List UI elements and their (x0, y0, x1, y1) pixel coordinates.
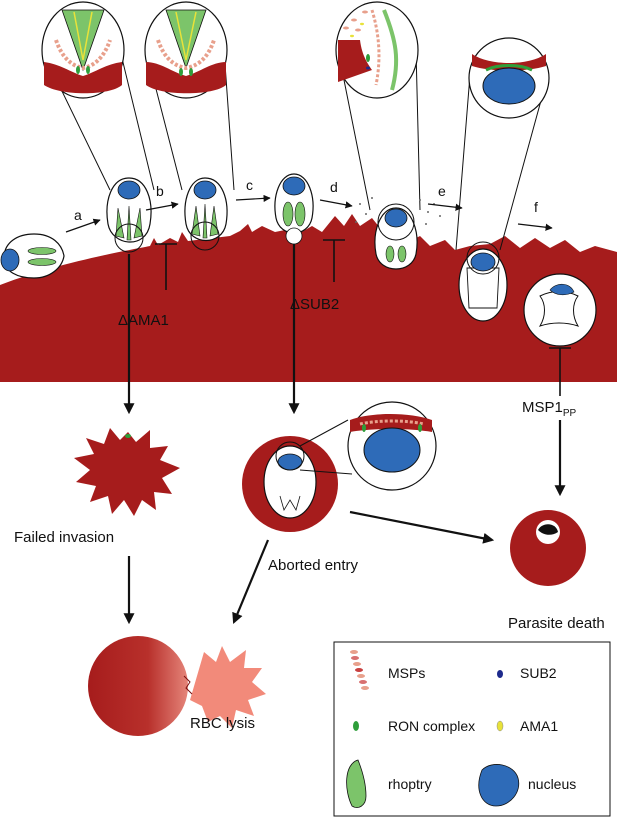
step-arrows (65, 194, 553, 233)
parasite-step-b (184, 177, 228, 251)
mutant-label-msp1: MSP1PP (522, 399, 577, 419)
legend-sub2-swatch (497, 670, 503, 678)
zoom-circle-2 (144, 1, 228, 99)
step-label-f: f (534, 199, 538, 215)
zoom-circle-3 (335, 1, 419, 99)
parasite-step-f (523, 273, 597, 347)
parasite-approach (0, 233, 65, 279)
parasite-step-c (274, 173, 314, 245)
aborted-zoom (299, 401, 437, 491)
legend-ama1-label: AMA1 (520, 718, 558, 734)
legend: MSPs SUB2 RON complex AMA1 rhoptry nucle… (333, 641, 611, 817)
step-label-a: a (74, 207, 82, 223)
failed-parasite-tip (125, 434, 131, 438)
legend-rhoptry-swatch (346, 759, 367, 808)
parasite-step-d (355, 197, 441, 270)
label-rbc-lysis: RBC lysis (190, 715, 255, 732)
step-label-b: b (156, 183, 164, 199)
mutant-label-ama1: ΔAMA1 (118, 312, 169, 329)
zoom-circle-4 (468, 37, 550, 119)
legend-ron-label: RON complex (388, 718, 475, 734)
step-label-d: d (330, 179, 338, 195)
legend-ron-swatch (353, 721, 359, 731)
step-label-e: e (438, 183, 446, 199)
label-aborted-entry: Aborted entry (268, 557, 359, 574)
parasite-death-rbc (510, 510, 586, 586)
aborted-entry-rbc (242, 436, 338, 532)
zoom-circle-1 (41, 1, 125, 99)
mutant-label-sub2: ΔSUB2 (290, 296, 339, 313)
failed-invasion-rbc (74, 428, 180, 516)
legend-rhoptry-label: rhoptry (388, 776, 432, 792)
legend-ama1-swatch (496, 720, 504, 732)
parasite-step-a (106, 177, 152, 253)
inhibition-bars (155, 239, 571, 396)
legend-nucleus-swatch (478, 764, 520, 807)
rbc-surface (0, 214, 617, 382)
parasite-step-e (458, 241, 508, 322)
label-failed-invasion: Failed invasion (14, 529, 114, 546)
legend-sub2-label: SUB2 (520, 665, 557, 681)
legend-msp-swatch (350, 650, 369, 690)
label-parasite-death: Parasite death (508, 615, 605, 632)
outcome-arrows (123, 244, 566, 625)
legend-msps-label: MSPs (388, 665, 425, 681)
legend-nucleus-label: nucleus (528, 776, 576, 792)
rbc-lysis (88, 636, 266, 736)
step-label-c: c (246, 177, 253, 193)
